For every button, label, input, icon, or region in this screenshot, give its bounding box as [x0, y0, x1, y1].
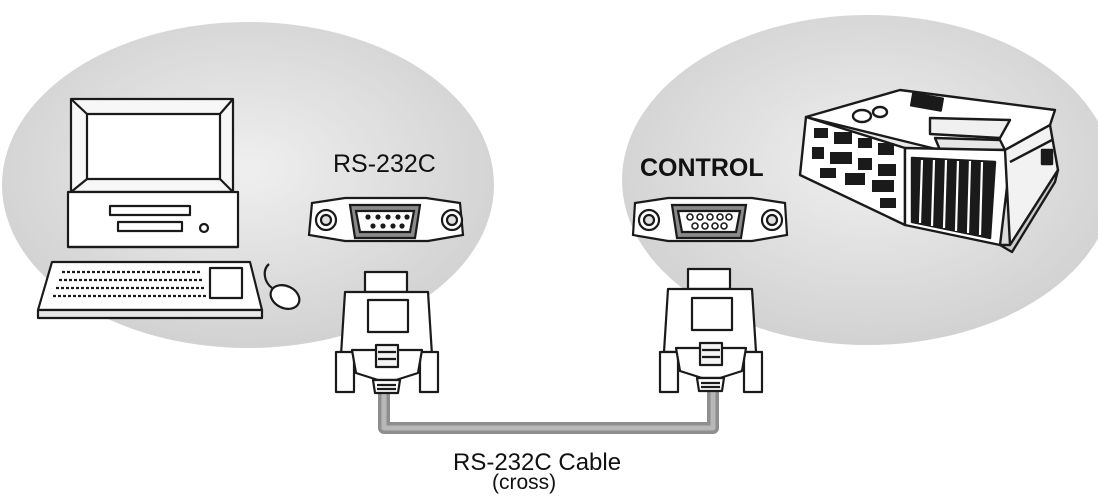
left-db9-plug-icon [334, 270, 440, 395]
projector-icon [798, 88, 1060, 254]
right-db9-plug-icon [658, 267, 764, 394]
desktop-computer-icon [36, 97, 301, 320]
rs-232c-port-label: RS-232C [333, 150, 436, 178]
rs-232c-port [307, 196, 465, 243]
serial-cable [378, 392, 719, 434]
cable-type-note: (cross) [492, 471, 557, 494]
cable-label: RS-232C Cable [453, 449, 622, 476]
control-port [631, 196, 789, 243]
control-port-label: CONTROL [640, 154, 764, 182]
